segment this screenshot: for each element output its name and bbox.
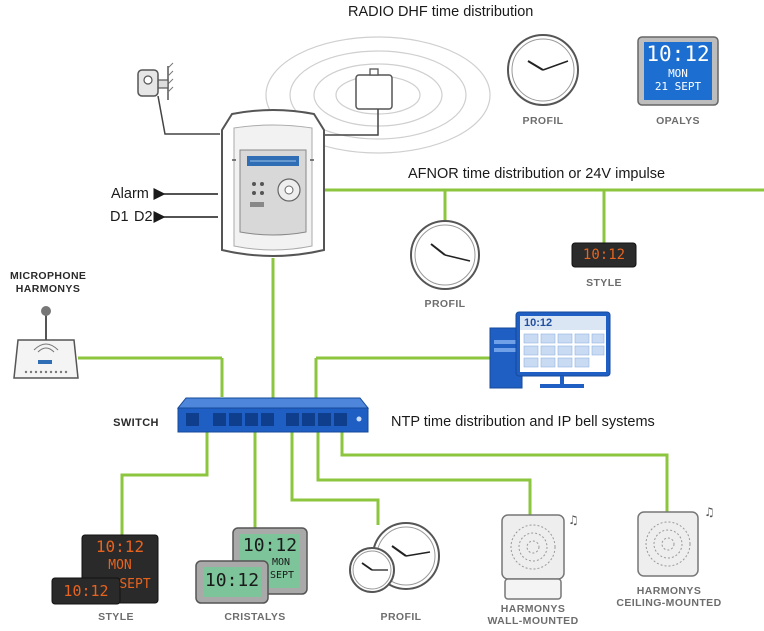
computer-time: 10:12 xyxy=(524,317,553,329)
cristalys-caption: CRISTALYS xyxy=(224,611,286,623)
harmonys-wall-speaker xyxy=(501,514,565,600)
cristalys-day: MON xyxy=(271,557,291,568)
harmonys-wall-caption-line1: HARMONYS xyxy=(500,603,566,615)
harmonys-wall-caption-line2: WALL-MOUNTED xyxy=(487,615,579,627)
harmonys-ceiling-caption-line2: CEILING-MOUNTED xyxy=(616,597,722,609)
style-afnor-caption: STYLE xyxy=(586,277,622,289)
switch-caption: SWITCH xyxy=(113,417,159,429)
radio-receiver xyxy=(355,68,393,110)
profil-top-caption: PROFIL xyxy=(522,115,564,127)
music-notes-icon: ♫ xyxy=(568,513,579,527)
cristalys-small-time: 10:12 xyxy=(204,570,260,591)
style-bottom-caption: STYLE xyxy=(98,611,134,623)
profil-afnor-caption: PROFIL xyxy=(424,298,466,310)
style-bottom-date: SEPT xyxy=(119,577,151,592)
ntp-section-title: NTP time distribution and IP bell system… xyxy=(391,414,655,430)
cristalys-clock xyxy=(195,527,308,604)
green-connection-lines xyxy=(78,188,764,535)
opalys-date: 21 SEPT xyxy=(654,80,702,93)
d2-label: D2 xyxy=(134,209,153,225)
style-afnor-time: 10:12 xyxy=(582,247,626,263)
style-small-time: 10:12 xyxy=(63,582,109,600)
profil-clock-bottom xyxy=(349,522,440,593)
profil-bottom-caption: PROFIL xyxy=(380,611,422,623)
harmonys-ceiling-caption-line1: HARMONYS xyxy=(636,585,702,597)
alarm-label: Alarm xyxy=(111,186,149,202)
microphone-icon xyxy=(13,306,79,379)
microphone-caption-line2: HARMONYS xyxy=(15,283,81,295)
computer-icon xyxy=(489,311,611,389)
cristalys-date: SEPT xyxy=(269,570,295,581)
opalys-day: MON xyxy=(668,67,688,80)
profil-clock-afnor xyxy=(410,220,480,290)
master-clock xyxy=(221,109,325,257)
microphone-caption-line1: MICROPHONE xyxy=(10,270,87,282)
antenna-icon xyxy=(137,62,174,100)
d1-label: D1 xyxy=(110,209,129,225)
profil-clock-top xyxy=(507,34,579,106)
music-notes-icon: ♫ xyxy=(704,505,715,519)
network-switch xyxy=(176,397,370,433)
cristalys-time: 10:12 xyxy=(242,535,298,556)
afnor-section-title: AFNOR time distribution or 24V impulse xyxy=(408,166,666,182)
style-bottom-day: MON xyxy=(108,558,132,573)
style-bottom-time: 10:12 xyxy=(95,537,145,556)
opalys-caption: OPALYS xyxy=(656,115,700,127)
radio-section-title: RADIO DHF time distribution xyxy=(348,4,534,20)
opalys-clock xyxy=(637,36,719,106)
style-clock-afnor xyxy=(571,242,637,268)
opalys-time: 10:12 xyxy=(646,42,710,66)
style-clock-bottom xyxy=(51,534,159,605)
harmonys-ceiling-speaker xyxy=(637,511,699,577)
